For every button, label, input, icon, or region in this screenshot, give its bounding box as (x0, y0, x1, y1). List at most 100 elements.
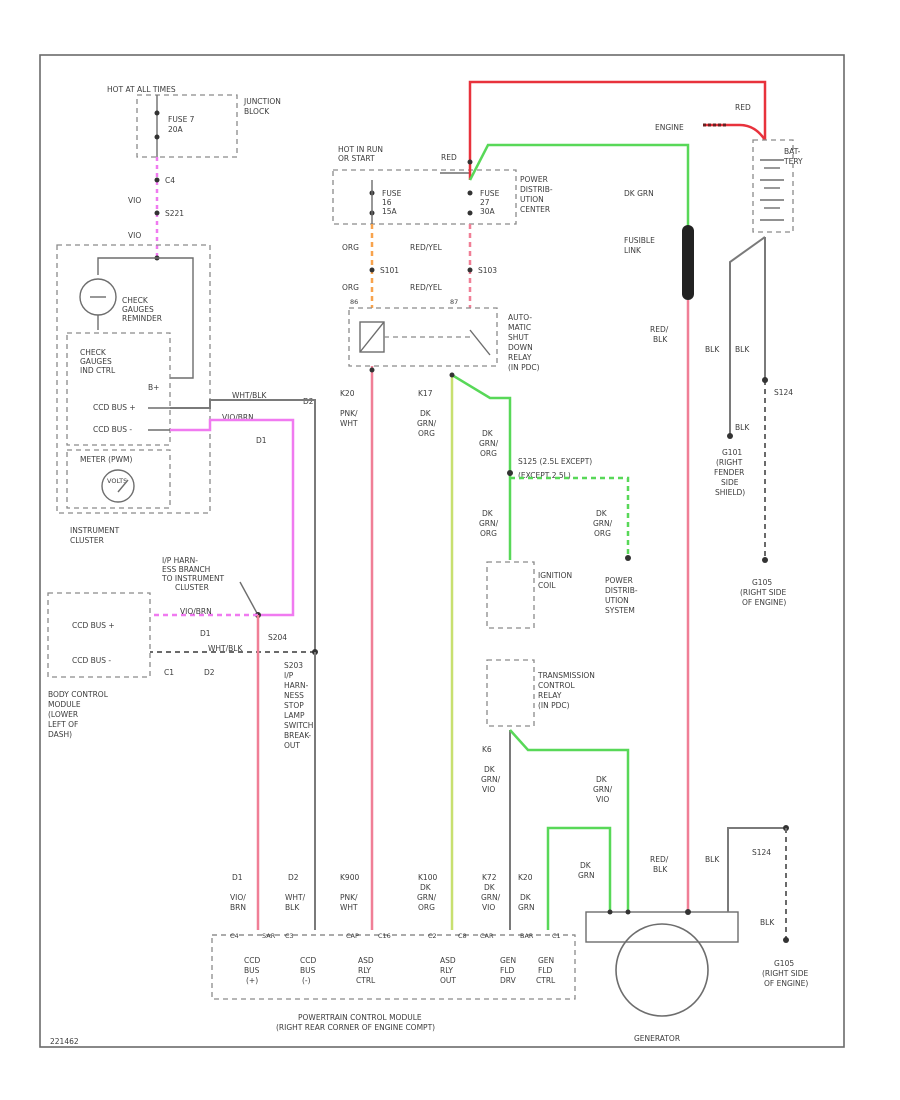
fuse27-amp-label: 30A (480, 207, 496, 216)
red-blk-gen-label-2: BLK (653, 865, 668, 874)
wire-d2-wht-blk (170, 399, 316, 650)
wht-blk-bcm-label: WHT/BLK (208, 644, 243, 653)
check-gauges-reminder-label-3: REMINDER (122, 314, 162, 323)
fuse27-terminal-top (467, 190, 473, 196)
fuse7-label: FUSE 7 (168, 115, 195, 124)
red-yel-label-2: RED/YEL (410, 283, 443, 292)
d1-pcm-wire-label: VIO/ (230, 893, 246, 902)
k6-grn-label: GRN/ (481, 775, 501, 784)
d2-top-label: D2 (303, 397, 314, 406)
pcm-asd-ctrl-label-3: CTRL (356, 976, 376, 985)
k100-wire-label: DK (420, 883, 432, 892)
k100-wire-label-3: ORG (418, 903, 435, 912)
d2-pcm-label: D2 (288, 873, 299, 882)
s101-label: S101 (380, 266, 399, 275)
pcm-pin-d: SAR (262, 932, 276, 940)
dk-grn-org-b-label-3: ORG (594, 529, 611, 538)
pcm-gen-fld-ctrl-label: GEN (538, 956, 554, 965)
s101-splice (369, 267, 375, 273)
fuse7-terminal-bottom (154, 134, 160, 140)
s125-label: S125 (2.5L EXCEPT) (518, 457, 592, 466)
ignition-coil-label-2: COIL (538, 581, 556, 590)
fuse27-terminal-bottom (467, 210, 473, 216)
blk-label-1: BLK (705, 345, 720, 354)
s125-splice (507, 470, 513, 476)
c1-bcm-label: C1 (164, 668, 174, 677)
red-top-label: RED (441, 153, 457, 162)
blk-gen-label: BLK (705, 855, 720, 864)
power-dist-center-label: POWER (520, 175, 548, 184)
s103-splice (467, 267, 473, 273)
pds-terminal (625, 555, 631, 561)
ignition-coil-label: IGNITION (538, 571, 572, 580)
pcm-gen-fld-ctrl-label-2: FLD (538, 966, 552, 975)
g105b-label-2: (RIGHT SIDE (762, 969, 809, 978)
k900-label: K900 (340, 873, 359, 882)
dk-grn-org-b-label: DK (596, 509, 608, 518)
junction-block-outline (136, 94, 238, 158)
fuse16-label: FUSE (382, 189, 402, 198)
g105b-label-3: OF ENGINE) (764, 979, 808, 988)
s124-label-2: S124 (752, 848, 771, 857)
b-plus-label: B+ (148, 383, 159, 392)
power-dist-center-label-2: DISTRIB- (520, 185, 553, 194)
d1-pcm-label: D1 (232, 873, 243, 882)
s203-label-6: LAMP (284, 711, 305, 720)
wire-k6-to-generator (509, 729, 630, 912)
tcr-label-3: RELAY (538, 691, 562, 700)
pdc-outline (332, 169, 517, 225)
wire-blk-generator-ground (727, 827, 786, 912)
pcm-pin-b: CAR (480, 932, 494, 940)
gen-terminal-bplus (685, 909, 691, 915)
body-control-module-label: BODY CONTROL (48, 690, 109, 699)
dk-grn-org-c-label: DK (482, 509, 494, 518)
pcm-asd-out-label: ASD (440, 956, 456, 965)
g101-label: G101 (722, 448, 742, 457)
org-label-1: ORG (342, 243, 359, 252)
k900-wire-label: PNK/ (340, 893, 358, 902)
ip-harness-pointer (239, 581, 259, 616)
generator-icon (615, 923, 709, 1017)
org-label-2: ORG (342, 283, 359, 292)
ip-harness-label-4: CLUSTER (175, 583, 209, 592)
s124-splice-1 (762, 377, 768, 383)
dk-grn-org-a-label: DK (482, 429, 494, 438)
d2-bcm-label: D2 (204, 668, 215, 677)
instrument-cluster-label-2: CLUSTER (70, 536, 104, 545)
k20-pnk-label: PNK/ (340, 409, 358, 418)
s203-label-4: NESS (284, 691, 304, 700)
pcm-gen-fld-ctrl-label-3: CTRL (536, 976, 556, 985)
vio-brn-top-label: VIO/BRN (222, 413, 254, 422)
dk-grn-org-a-label-2: GRN/ (479, 439, 499, 448)
blk-label-4: BLK (760, 918, 775, 927)
wire-d1-vio-brn (170, 418, 295, 617)
check-gauges-ind-ctrl-label-3: IND CTRL (80, 366, 116, 375)
wire-s125-to-pds (510, 476, 630, 556)
relay-pin-87-label: 87 (450, 298, 458, 306)
pcm-ccd-minus-label-2: BUS (300, 966, 316, 975)
pcm-ccd-plus-label-2: BUS (244, 966, 260, 975)
k20-wht-label: WHT (340, 419, 358, 428)
dk-grn-gen-label: DK (580, 861, 592, 870)
asd-relay-label-4: DOWN (508, 343, 533, 352)
k72-wire-label-2: GRN/ (481, 893, 501, 902)
fuse16-num-label: 16 (382, 198, 392, 207)
fusible-link-label-2: LINK (624, 246, 642, 255)
body-control-module-outline (47, 592, 151, 678)
dk-grn-vio-r-label-2: GRN/ (593, 785, 613, 794)
dk-grn-org-b-label-2: GRN/ (593, 519, 613, 528)
generator-terminal-block (585, 911, 739, 943)
wire-red-battery-to-pdc (468, 80, 767, 180)
check-gauges-reminder-label: CHECK (122, 296, 149, 305)
g105b-label: G105 (774, 959, 794, 968)
ip-harness-label-2: ESS BRANCH (162, 565, 210, 574)
dk-grn-vio-r-label-3: VIO (596, 795, 609, 804)
dk-grn-org-c-label-2: GRN/ (479, 519, 499, 528)
ip-harness-label-3: TO INSTRUMENT (161, 574, 225, 583)
dk-grn-gen-label-2: GRN (578, 871, 595, 880)
battery-label: BAT- (784, 147, 801, 156)
ccd-bus-minus-bcm-label: CCD BUS - (72, 656, 111, 665)
pds-label-3: UTION (605, 596, 629, 605)
pcm-pin-c1: C1 (552, 932, 561, 940)
